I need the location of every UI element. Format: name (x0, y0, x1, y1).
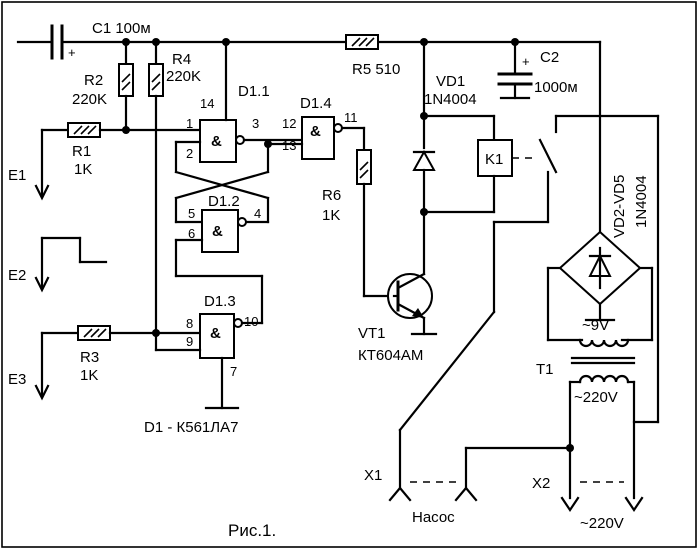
label-c1: C1 100м (92, 20, 151, 37)
label-vd2-vd5: VD2-VD5 (611, 175, 628, 238)
pin-10: 10 (244, 314, 258, 329)
pin-7: 7 (230, 364, 237, 379)
pin-8: 8 (186, 316, 193, 331)
label-r5: R5 510 (352, 61, 400, 78)
capacitor-c2 (497, 40, 533, 100)
label-c1-plus: + (68, 45, 76, 60)
resistor-r1 (34, 122, 202, 201)
gate-d1-1-symbol: & (211, 133, 222, 150)
label-r1-value: 1K (74, 161, 92, 178)
label-d1-chip: D1 - К561ЛА7 (144, 419, 238, 436)
label-r1: R1 (72, 143, 91, 160)
transistor-vt1 (387, 210, 438, 336)
label-k1: K1 (485, 151, 503, 168)
pin-5: 5 (188, 206, 195, 221)
label-c2: C2 (540, 49, 559, 66)
label-vt1: VT1 (358, 325, 386, 342)
resistor-r6 (356, 149, 396, 298)
label-220v-mains: ~220V (580, 515, 624, 532)
transformer-t1 (566, 338, 636, 500)
label-e2: E2 (8, 267, 26, 284)
label-vd2-vd5-value: 1N4004 (633, 175, 650, 228)
pin-1: 1 (186, 116, 193, 131)
resistor-r3 (34, 325, 202, 401)
pin-9: 9 (186, 334, 193, 349)
gate-d1-2 (174, 209, 264, 325)
connector-x2 (560, 481, 644, 512)
pin-2: 2 (186, 146, 193, 161)
gate-d1-3-symbol: & (210, 325, 221, 342)
pin-11: 11 (344, 110, 358, 125)
pin-13: 13 (282, 138, 296, 153)
label-t1: T1 (536, 361, 554, 378)
figure-caption: Рис.1. (228, 521, 276, 540)
label-r4-value: 220K (166, 68, 201, 85)
label-vd1-value: 1N4004 (424, 91, 477, 108)
label-r2-value: 220K (72, 91, 107, 108)
label-r4: R4 (172, 51, 191, 68)
electrode-e2 (34, 236, 108, 293)
label-220v-primary: ~220V (574, 389, 618, 406)
label-d1-3: D1.3 (204, 293, 236, 310)
label-r6: R6 (322, 187, 341, 204)
label-vd1: VD1 (436, 73, 465, 90)
latch-crossing (174, 140, 270, 224)
diode-bridge (546, 230, 654, 342)
pin-12: 12 (282, 116, 296, 131)
label-9v: ~9V (582, 317, 609, 334)
label-c2-plus: + (522, 54, 530, 69)
gate-d1-4-symbol: & (310, 123, 321, 140)
label-r3-value: 1K (80, 367, 98, 384)
label-r6-value: 1K (322, 207, 340, 224)
connector-x1 (388, 446, 572, 502)
relay-k1 (422, 114, 532, 214)
gate-d1-1 (174, 40, 304, 163)
resistor-r4 (148, 40, 164, 337)
gate-d1-3 (154, 313, 264, 410)
pin-14: 14 (200, 96, 214, 111)
pin-3: 3 (252, 116, 259, 131)
label-x1: X1 (364, 467, 382, 484)
pin-6: 6 (188, 226, 195, 241)
label-x2: X2 (532, 475, 550, 492)
label-r3: R3 (80, 349, 99, 366)
label-e1: E1 (8, 167, 26, 184)
pin-4: 4 (254, 206, 261, 221)
gate-d1-4 (266, 116, 366, 160)
resistor-r5 (345, 34, 379, 50)
label-r2: R2 (84, 72, 103, 89)
label-d1-2: D1.2 (208, 193, 240, 210)
gate-d1-2-symbol: & (212, 223, 223, 240)
label-d1-4: D1.4 (300, 95, 332, 112)
capacitor-c1 (16, 24, 602, 60)
diode-vd1 (412, 40, 436, 216)
relay-contact (398, 40, 660, 490)
label-pump: Насос (412, 509, 455, 526)
label-c2-value: 1000м (534, 79, 578, 96)
label-e3: E3 (8, 371, 26, 388)
label-vt1-value: КТ604АМ (358, 347, 423, 364)
label-d1-1: D1.1 (238, 83, 270, 100)
resistor-r2 (118, 40, 134, 134)
